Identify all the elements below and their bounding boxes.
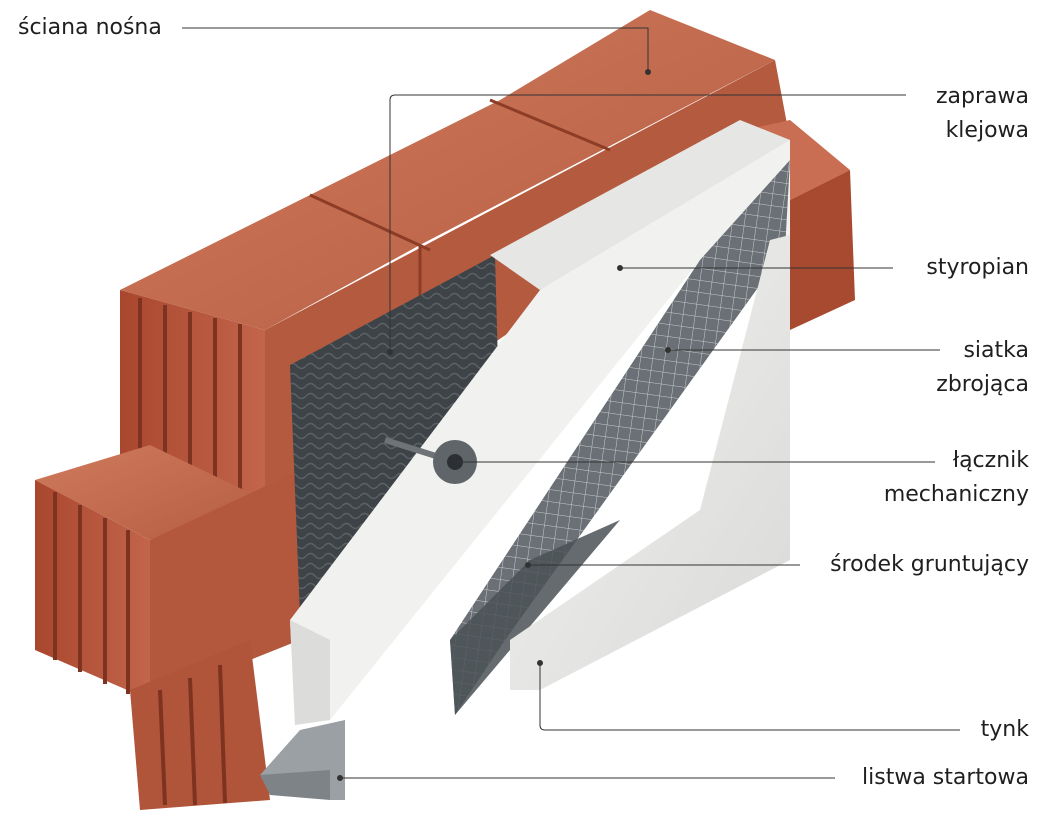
starter-rail-front	[260, 770, 330, 800]
brick-top-course-top	[120, 10, 775, 330]
leader-dot-bearing-wall	[645, 69, 651, 75]
leader-lines	[182, 27, 960, 781]
leader-dot-primer	[525, 562, 531, 568]
label-styrofoam: styropian	[926, 251, 1029, 285]
label-bearing-wall: ściana nośna	[18, 11, 162, 45]
label-reinforcing-mesh: siatka zbrojąca	[936, 334, 1029, 402]
label-primer-line1: środek gruntujący	[830, 552, 1029, 577]
brick-mid-course-side	[150, 470, 300, 700]
label-adhesive-mortar: zaprawa klejowa	[936, 80, 1029, 148]
styrofoam-board-front	[290, 130, 790, 725]
label-mechanical-anchor: łącznik mechaniczny	[884, 444, 1029, 512]
brick-ribs-top	[138, 298, 242, 492]
styrofoam-board-top	[490, 120, 790, 290]
brick-ribs-mid	[53, 492, 130, 694]
label-plaster-line1: tynk	[980, 717, 1029, 742]
leader-dot-rail	[337, 775, 343, 781]
label-starter-rail: listwa startowa	[862, 761, 1029, 795]
brick-ribs-bottom	[158, 664, 227, 806]
leader-plaster	[539, 663, 960, 731]
leader-bearing-wall	[182, 27, 649, 72]
label-starter-rail-line1: listwa startowa	[862, 765, 1029, 790]
leader-dot-styrofoam	[617, 265, 623, 271]
label-primer: środek gruntujący	[830, 548, 1029, 582]
brick-mid-course-face	[35, 480, 150, 700]
label-reinforcing-mesh-line2: zbrojąca	[936, 372, 1029, 397]
leader-dot-adhesive	[387, 349, 393, 355]
plaster-layer	[510, 235, 790, 690]
label-mechanical-anchor-line1: łącznik	[952, 448, 1029, 473]
label-adhesive-mortar-line2: klejowa	[945, 118, 1029, 143]
adhesive-mortar-texture	[290, 255, 500, 615]
label-mechanical-anchor-line2: mechaniczny	[883, 482, 1029, 507]
leader-dot-plaster	[537, 660, 543, 666]
label-plaster: tynk	[981, 713, 1029, 747]
primer-layer	[450, 520, 620, 715]
styrofoam-board-edge	[290, 620, 330, 725]
leader-dot-mesh	[665, 347, 671, 353]
label-bearing-wall-line1: ściana nośna	[18, 15, 162, 40]
label-reinforcing-mesh-line1: siatka	[963, 338, 1029, 363]
label-adhesive-mortar-line1: zaprawa	[936, 84, 1029, 109]
leader-adhesive	[389, 94, 906, 352]
brick-right-face	[790, 170, 855, 330]
brick-top-course-face	[120, 290, 265, 500]
label-styrofoam-line1: styropian	[926, 255, 1029, 280]
